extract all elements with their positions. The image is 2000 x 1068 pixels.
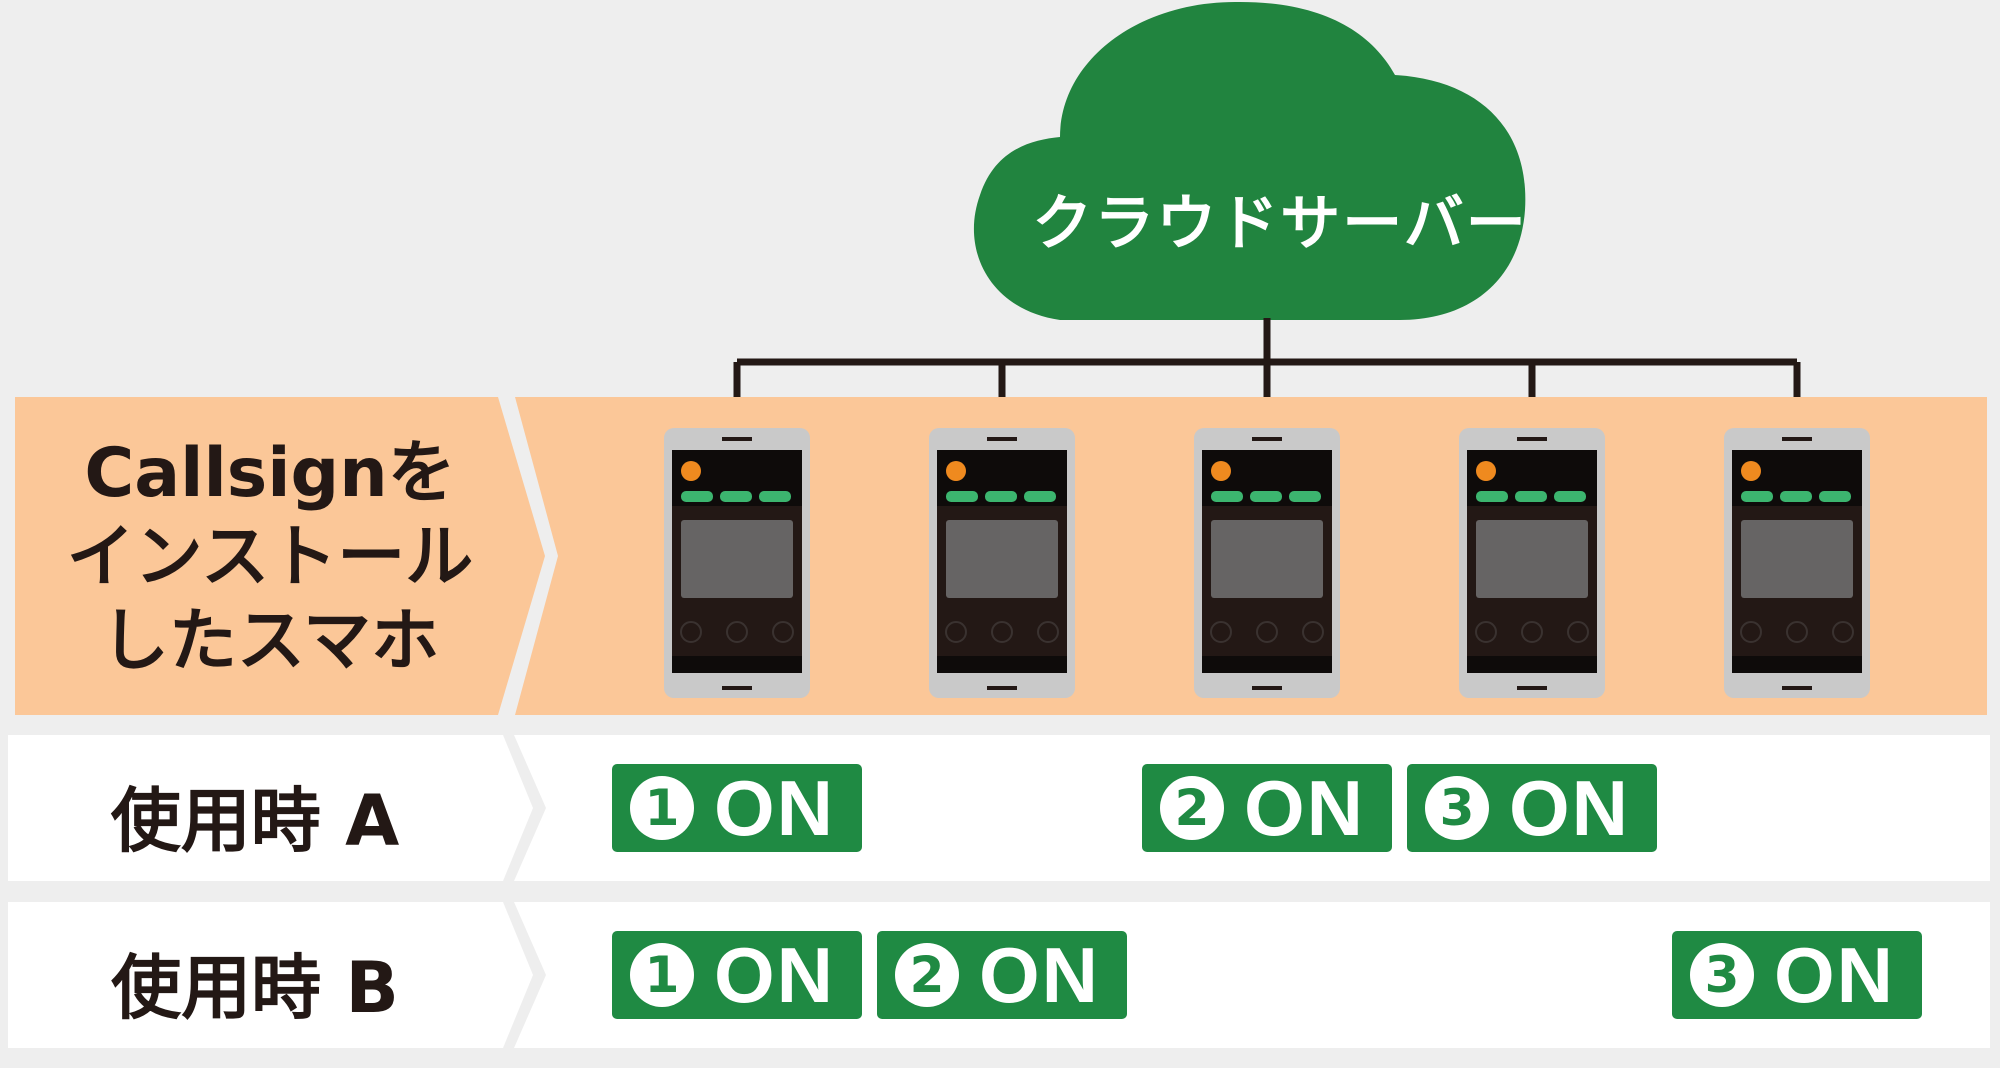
device-row-label-line-2: インストール	[66, 518, 474, 597]
usage-row-b-label: 使用時 B	[111, 947, 399, 1029]
on-badge-number: 2	[895, 943, 959, 1007]
network-wires	[733, 318, 1801, 428]
on-badge-text: ON	[1244, 764, 1365, 852]
on-badge: 1 ON	[612, 764, 862, 852]
on-badge: 3 ON	[1672, 931, 1922, 1019]
on-badge: 2 ON	[1142, 764, 1392, 852]
usage-row-a-label: 使用時 A	[110, 780, 400, 862]
on-badge-text: ON	[714, 764, 835, 852]
on-badge: 1 ON	[612, 931, 862, 1019]
smartphone-icon	[1459, 428, 1605, 698]
on-badge-number: 3	[1690, 943, 1754, 1007]
usage-row-a-label-band	[8, 735, 533, 881]
on-badge-number: 3	[1425, 776, 1489, 840]
smartphone-icon	[1194, 428, 1340, 698]
on-badge-number: 1	[630, 776, 694, 840]
cloud-server-label: クラウドサーバー	[1032, 189, 1528, 259]
device-row-label-band	[15, 397, 545, 715]
on-badge: 3 ON	[1407, 764, 1657, 852]
on-badge-text: ON	[1509, 764, 1630, 852]
on-badge-text: ON	[714, 931, 835, 1019]
device-row-label-line-1: Callsignを	[84, 434, 456, 513]
smartphone-icon	[929, 428, 1075, 698]
on-badge-number: 1	[630, 943, 694, 1007]
device-row-label-line-3: したスマホ	[101, 602, 439, 681]
smartphone-icon	[1724, 428, 1870, 698]
smartphone-icon	[664, 428, 810, 698]
usage-row-b-label-band	[8, 902, 533, 1048]
cloud-server-icon	[973, 1, 1526, 321]
on-badge: 2 ON	[877, 931, 1127, 1019]
on-badge-text: ON	[1774, 931, 1895, 1019]
device-row-label: Callsignを インストール したスマホ	[40, 432, 500, 684]
on-badge-number: 2	[1160, 776, 1224, 840]
on-badge-text: ON	[979, 931, 1100, 1019]
